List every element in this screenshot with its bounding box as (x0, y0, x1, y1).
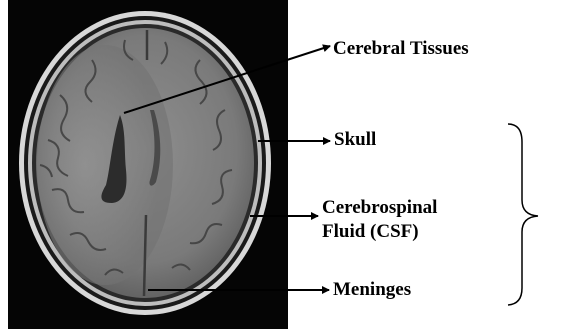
csf-label-line2: Fluid (CSF) (322, 220, 437, 244)
csf-label: Cerebrospinal Fluid (CSF) (322, 196, 437, 244)
skull-label: Skull (334, 129, 376, 151)
cerebral-tissues-label: Cerebral Tissues (333, 38, 469, 60)
csf-label-line1: Cerebrospinal (322, 196, 437, 220)
meninges-label: Meninges (333, 279, 411, 301)
right-brace (508, 124, 538, 305)
